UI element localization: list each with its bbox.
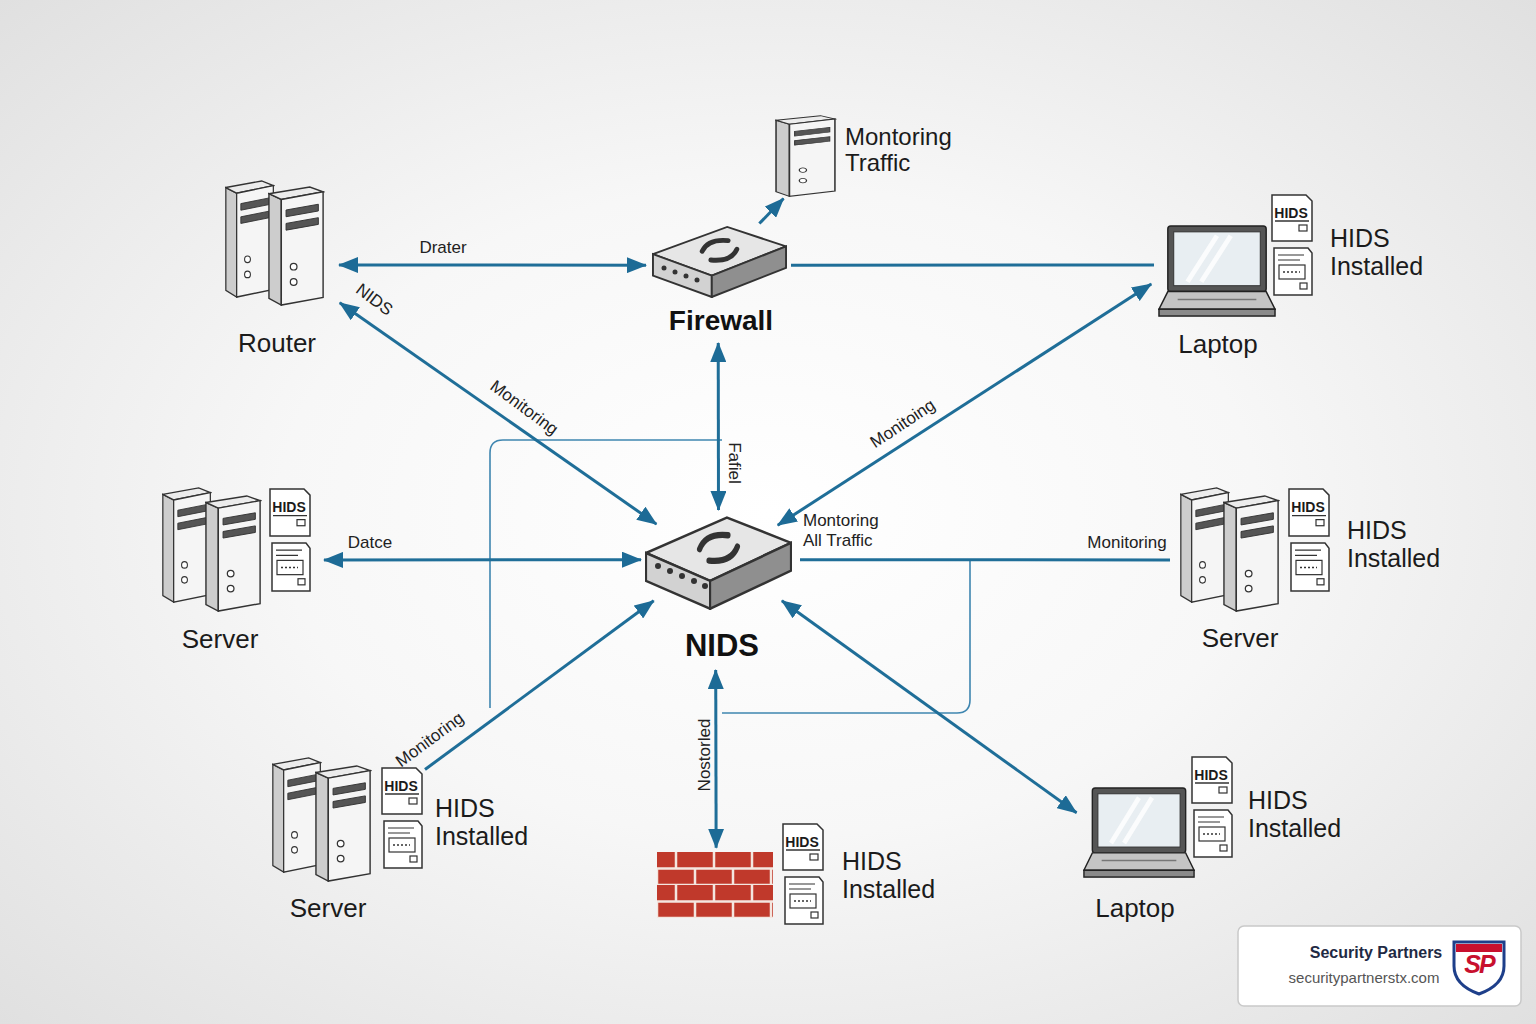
hids-tag: HIDS	[1291, 500, 1324, 515]
hids-tag: HIDS	[785, 835, 818, 850]
connector-arrow	[759, 198, 783, 223]
connector-arrow	[714, 670, 717, 848]
node-label: Montoring Traffic	[845, 124, 970, 176]
firewall-icon	[653, 227, 786, 297]
node-label: HIDS Installed	[1347, 516, 1465, 572]
brick-wall	[657, 852, 773, 918]
port-light	[673, 270, 678, 275]
router-icon	[269, 187, 323, 305]
network-node: HIDSHIDS InstalledServer	[272, 757, 425, 882]
hids-tag: HIDS	[1274, 206, 1307, 221]
hids-document	[783, 824, 823, 924]
connector-arrow	[324, 558, 641, 561]
logo-text: SP	[1464, 950, 1493, 979]
watermark-text: securitypartnerstx.com	[1289, 969, 1440, 986]
edge-label: Drater	[419, 238, 466, 258]
hids-document	[1272, 195, 1312, 295]
connector-arrow	[425, 601, 654, 770]
hids-document	[1289, 489, 1329, 591]
edge-label: Fafiel	[724, 442, 744, 484]
edge-label: Monitoring	[1087, 533, 1166, 553]
server-icon	[206, 496, 260, 611]
connector-arrow	[778, 284, 1152, 525]
connector-arrow	[339, 264, 646, 267]
node-label: HIDS Installed	[1248, 786, 1366, 842]
hids-tag: HIDS	[272, 500, 305, 515]
network-node: HIDSHIDS Installed	[657, 822, 826, 925]
server-icon	[1224, 496, 1278, 611]
laptop-icon	[1159, 226, 1275, 316]
server-icon	[1181, 488, 1229, 602]
node-label: Server	[182, 625, 259, 654]
edge-label: Datce	[348, 533, 392, 553]
hids-document	[1192, 757, 1232, 857]
server-icon	[273, 758, 321, 872]
network-node: Router	[225, 180, 325, 305]
server-icon	[316, 766, 370, 881]
watermark-text: Security Partners	[1310, 944, 1443, 962]
server-icon	[776, 116, 835, 197]
port-light	[702, 583, 708, 589]
note-label: Montoring All Traffic	[803, 511, 898, 551]
shield-logo	[1454, 942, 1504, 994]
edge-label: Nostorled	[695, 719, 715, 792]
node-label: Server	[1202, 624, 1279, 653]
network-node: HIDSHIDS InstalledServer	[1180, 485, 1332, 612]
hids-document	[382, 768, 422, 868]
node-label: Laptop	[1095, 894, 1175, 923]
port-light	[667, 568, 673, 574]
network-node: NIDS	[645, 515, 792, 610]
hids-document	[270, 489, 310, 591]
network-node: Firewall	[652, 225, 787, 298]
server-icon	[163, 488, 211, 602]
port-light	[691, 578, 697, 584]
port-light	[684, 274, 689, 279]
nids-icon	[646, 518, 791, 609]
port-light	[695, 278, 700, 283]
connector-arrow	[791, 264, 1154, 267]
node-label: Laptop	[1178, 330, 1258, 359]
network-node: Montoring Traffic	[775, 115, 837, 197]
watermark-card	[1238, 926, 1521, 1006]
connector-arrow	[800, 558, 1170, 561]
network-node: HIDSHIDS InstalledLaptop	[1083, 755, 1238, 880]
port-light	[662, 266, 667, 271]
hids-tag: HIDS	[384, 779, 417, 794]
node-label: NIDS	[685, 629, 759, 663]
port-lights	[662, 266, 700, 283]
connector-arrow	[782, 601, 1077, 813]
edge-label: Monitoring	[392, 708, 468, 771]
node-label: Firewall	[669, 306, 773, 337]
port-light	[655, 563, 661, 569]
node-label: Router	[238, 329, 316, 358]
node-label: Server	[290, 894, 367, 923]
node-label: HIDS Installed	[1330, 224, 1448, 280]
port-lights	[655, 563, 708, 589]
hids-tag: HIDS	[1194, 768, 1227, 783]
laptop-icon	[1084, 788, 1194, 877]
router-icon	[226, 181, 274, 297]
port-light	[679, 573, 685, 579]
connector-arrow	[717, 343, 720, 510]
network-node: HIDSHIDS InstalledLaptop	[1158, 190, 1315, 320]
connector-arrow	[340, 303, 657, 524]
node-label: HIDS Installed	[842, 847, 960, 903]
network-node: HIDSServer	[162, 485, 312, 612]
node-label: HIDS Installed	[435, 794, 553, 850]
